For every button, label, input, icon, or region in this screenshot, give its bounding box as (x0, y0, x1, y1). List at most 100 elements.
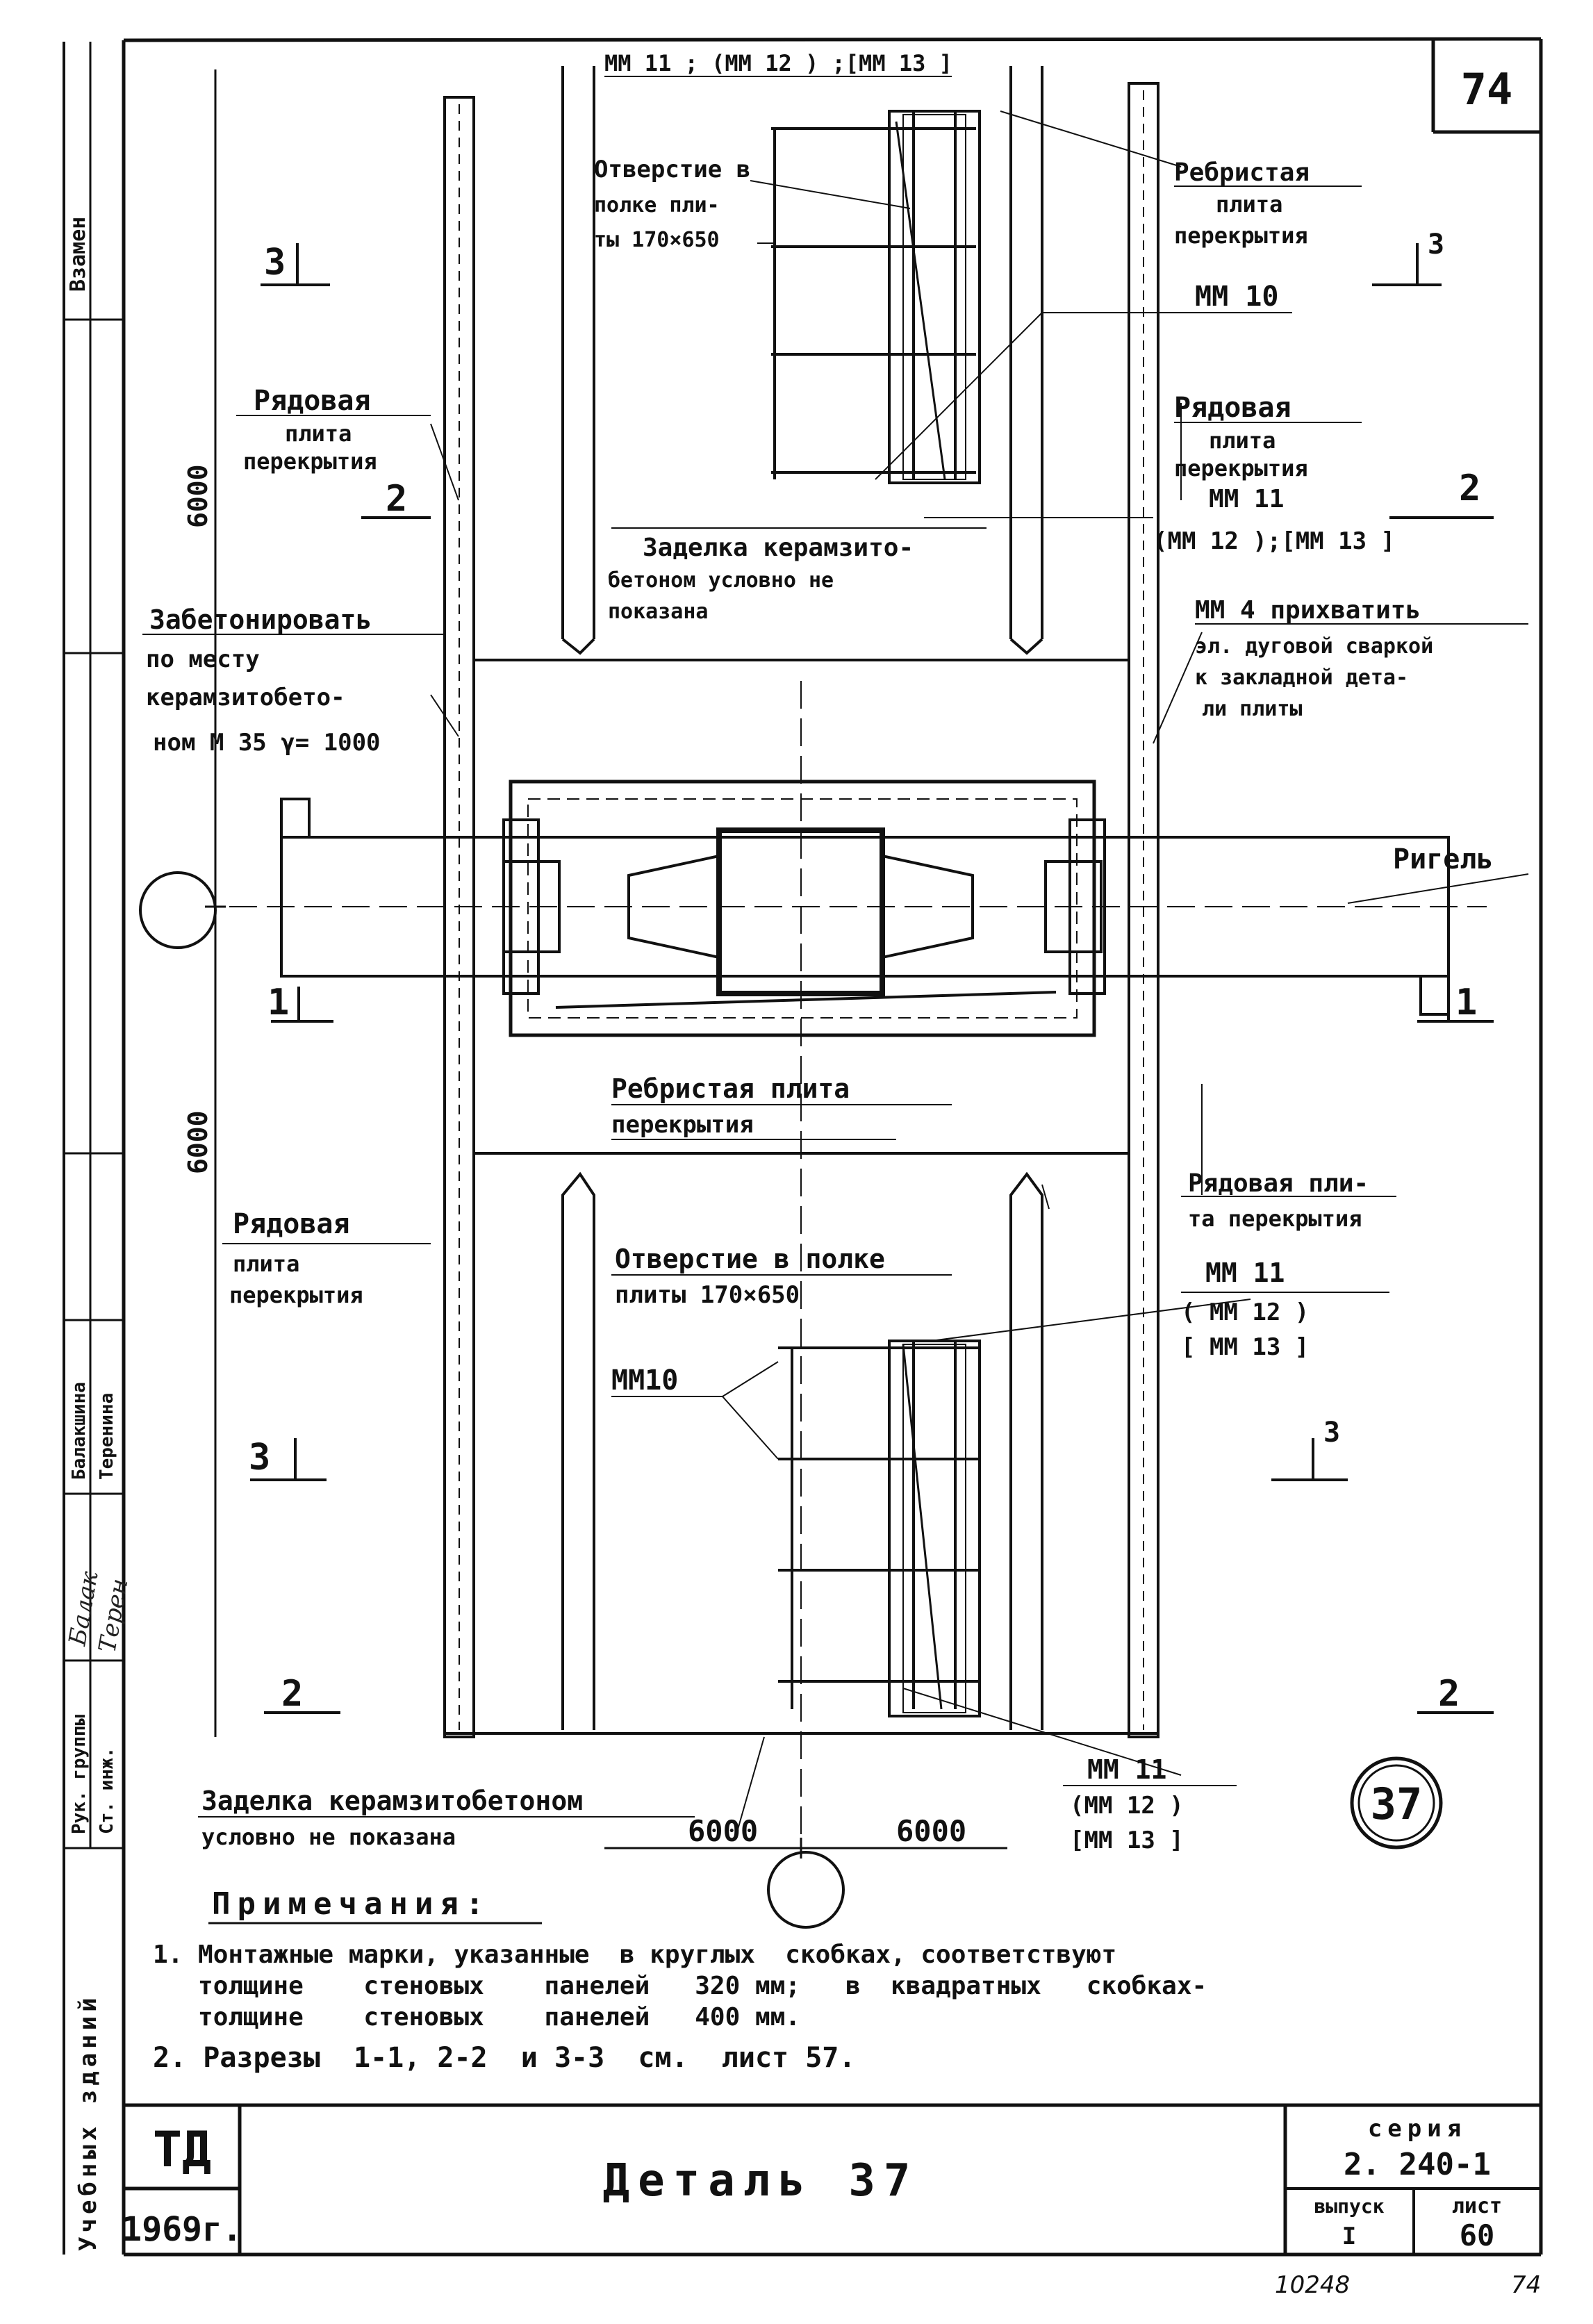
dim-horizontal-left: 6000 (688, 1814, 758, 1848)
seal-bottom-label-2: условно не показана (201, 1824, 456, 1850)
bottom-opening-mesh (778, 1340, 981, 1717)
notes-title: Примечания: (212, 1886, 490, 1922)
axis-bubble-left (139, 871, 217, 949)
concrete-label-3: керамзитобето- (146, 684, 345, 711)
mm11-bottom-label-2: (ММ 12 ) (1070, 1792, 1184, 1820)
drawing-frame (63, 37, 1543, 2257)
mm11-bottom-label-3: [ММ 13 ] (1070, 1827, 1184, 1854)
row-slab-tl-label-1: Рядовая (254, 385, 371, 417)
row-slab-bl-label-2: плита (233, 1251, 299, 1277)
opening-bottom-label-1: Отверстие в полке (615, 1244, 885, 1274)
ribbed-top-label-1: Ребристая (1174, 158, 1310, 187)
row-slab-tr-label-3: перекрытия (1174, 455, 1308, 481)
drawing-title: Деталь 37 (603, 2155, 919, 2207)
row-slab-bl-label-3: перекрытия (229, 1282, 363, 1308)
note-1-line-1: 1. Монтажные марки, указанные в круглых … (153, 1940, 1116, 1969)
seal-top-label-1: Заделка керамзито- (643, 534, 914, 562)
stamp-ruk-gruppy: Рук. группы (69, 1714, 90, 1834)
section-3-top-left: 3 (264, 242, 286, 283)
row-slab-br-label-2: та перекрытия (1188, 1205, 1362, 1232)
mm4-label-1: ММ 4 прихватить (1195, 596, 1421, 625)
section-2-bottom-right: 2 (1438, 1673, 1460, 1715)
footer-page-number: 74 (1511, 2271, 1541, 2299)
row-slab-tr-label-2: плита (1209, 427, 1276, 454)
row-slab-tl-label-2: плита (285, 420, 352, 447)
mm4-label-4: ли плиты (1202, 697, 1303, 721)
title-year: 1969г. (122, 2210, 242, 2249)
stamp-st-inzh: Ст. инж. (97, 1747, 117, 1834)
dim-horizontal-right: 6000 (896, 1814, 966, 1848)
row-slab-bl-label-1: Рядовая (233, 1208, 350, 1240)
detail-number: 37 (1371, 1779, 1423, 1829)
mm11-mid-label-3: [ ММ 13 ] (1181, 1333, 1309, 1361)
leader-lines (430, 110, 1292, 1835)
footer-inventory-number: 10248 (1275, 2271, 1350, 2299)
marks-top-label: ММ 11 ; (ММ 12 ) ;[ММ 13 ] (604, 50, 952, 76)
opening-top-label-3: ты 170×650 (594, 228, 720, 252)
section-3-top-right: 3 (1428, 229, 1444, 261)
top-opening-mesh (771, 110, 981, 484)
ribbed-mid-label-2: перекрытия (611, 1111, 754, 1139)
detail-number-circle (1350, 1756, 1443, 1849)
axis-bubble-bottom (767, 1851, 845, 1929)
row-slab-br-label-1: Рядовая пли- (1188, 1169, 1369, 1198)
concrete-label-2: по месту (146, 645, 260, 673)
dim-vertical-bottom: 6000 (183, 1110, 213, 1174)
mm11-mid-label-1: ММ 11 (1205, 1258, 1285, 1288)
wall-panel-right (1128, 82, 1159, 1738)
structure (229, 66, 1487, 1848)
annotation-labels: ММ 11 ; (ММ 12 ) ;[ММ 13 ] Отверстие в п… (142, 50, 1529, 1854)
issue-value: I (1342, 2223, 1356, 2250)
stamp-name-1: Балакшина (69, 1382, 90, 1480)
ribbed-top-label-3: перекрытия (1174, 222, 1308, 249)
ribbed-top-label-2: плита (1216, 191, 1282, 217)
column-node (509, 780, 1096, 1037)
mm4-label-3: к закладной дета- (1195, 666, 1408, 690)
sheet-value: 60 (1460, 2218, 1495, 2252)
stamp-name-2: Теренина (97, 1393, 117, 1480)
issue-label: выпуск (1314, 2195, 1384, 2218)
mm11-bottom-label-1: ММ 11 (1087, 1754, 1166, 1785)
row-slab-tr-label-1: Рядовая (1174, 392, 1291, 424)
rigel-label: Ригель (1393, 843, 1494, 875)
row-slab-tr-label-4: ММ 11 (1209, 485, 1284, 513)
opening-top-label-1: Отверстие в (594, 156, 750, 183)
stamp-vzamen: Взамен (66, 217, 90, 292)
section-2-top-left: 2 (386, 478, 407, 520)
concrete-label-1: Забетонировать (149, 604, 372, 635)
mm11-mid-label-2: ( ММ 12 ) (1181, 1299, 1309, 1326)
section-2-top-right: 2 (1459, 468, 1480, 509)
row-slab-tr-label-5: (ММ 12 );[ММ 13 ] (1153, 527, 1395, 555)
series-label: серия (1368, 2115, 1467, 2143)
row-slab-tl-label-3: перекрытия (243, 448, 377, 475)
dim-vertical-top: 6000 (183, 464, 213, 528)
side-title: Учебных зданий (74, 1993, 102, 2251)
section-1-right: 1 (1455, 982, 1477, 1023)
title-block (124, 2103, 1541, 2255)
seal-top-label-2: бетоном условно не (608, 568, 834, 593)
title-td: ТД (153, 2121, 211, 2178)
ribbed-mid-label-1: Ребристая плита (611, 1073, 850, 1104)
section-marks (250, 243, 1494, 1714)
wall-panel-left (443, 96, 475, 1738)
note-2: 2. Разрезы 1-1, 2-2 и 3-3 см. лист 57. (153, 2042, 855, 2074)
section-3-bottom-right: 3 (1323, 1417, 1340, 1449)
section-2-bottom-left: 2 (281, 1673, 303, 1715)
sheet-label: лист (1452, 2194, 1502, 2218)
mm10-bottom-label: ММ10 (611, 1365, 678, 1396)
mm4-label-2: эл. дуговой сваркой (1195, 634, 1433, 659)
seal-bottom-label-1: Заделка керамзитобетоном (201, 1786, 583, 1816)
mm10-top-label: ММ 10 (1195, 281, 1278, 313)
section-1-left: 1 (267, 982, 289, 1023)
dimension-lines (205, 69, 1007, 1859)
series-value: 2. 240-1 (1344, 2147, 1491, 2182)
opening-top-label-2: полке пли- (594, 193, 720, 217)
note-1-line-2: толщине стеновых панелей 320 мм; в квадр… (153, 1972, 1207, 2000)
concrete-label-4: ном М 35 γ= 1000 (153, 729, 381, 757)
section-3-bottom-left: 3 (249, 1437, 270, 1478)
opening-bottom-label-2: плиты 170×650 (615, 1281, 800, 1309)
sheet-number: 74 (1461, 64, 1513, 115)
note-1-line-3: толщине стеновых панелей 400 мм. (153, 2003, 800, 2032)
seal-top-label-3: показана (608, 600, 709, 624)
